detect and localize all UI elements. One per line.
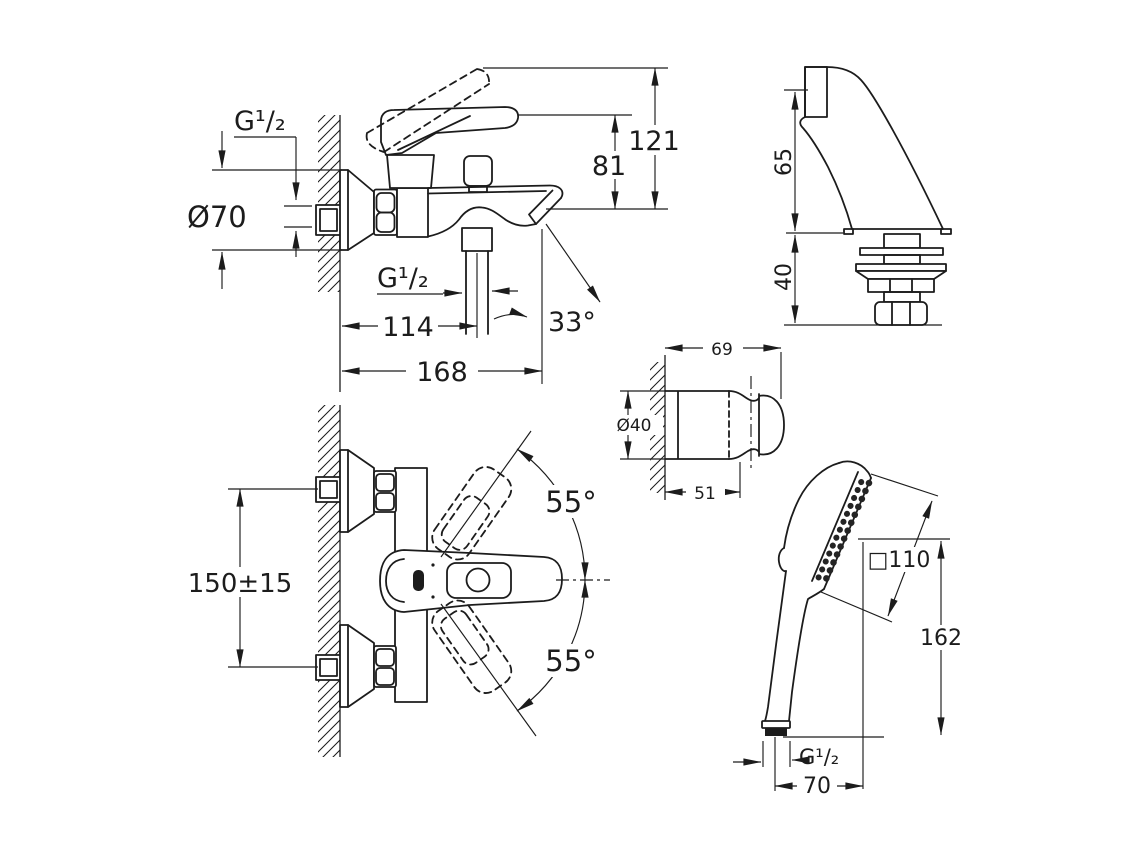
dim-label-69: 69 <box>711 340 733 360</box>
dim-label-55deg-lower: 55° <box>545 644 596 678</box>
view-mixer-side: 121 81 Ø70 G¹/₂ 168 114 G¹/₂ <box>187 67 681 392</box>
dim-label-168: 168 <box>416 357 468 388</box>
view-mixer-top: 55° 55° 150±15 <box>188 405 610 757</box>
dimensions-mixer-top: 55° 55° 150±15 <box>188 430 610 737</box>
dim-label-162: 162 <box>920 626 962 651</box>
view-deck-holder: 65 40 <box>772 66 952 326</box>
dim-label-55deg-upper: 55° <box>545 485 596 519</box>
dim-label-81: 81 <box>592 151 626 182</box>
view-hand-shower: □110 162 G¹/₂ 70 <box>733 460 966 799</box>
dim-label-70: 70 <box>803 774 831 799</box>
view-wall-holder: 69 Ø40 51 <box>607 338 785 504</box>
lever-rotated-down-dashed <box>431 599 513 694</box>
shower-mode-button <box>777 547 787 573</box>
wall-holder-body <box>650 355 785 500</box>
hand-shower-body <box>761 460 873 791</box>
diverter-knob-top-view <box>413 570 424 591</box>
dim-label-114: 114 <box>382 312 434 343</box>
dimensions-wall-holder: 69 Ø40 51 <box>607 338 782 504</box>
dim-label-121: 121 <box>628 126 680 157</box>
dimensions-hand-shower: □110 162 G¹/₂ 70 <box>733 473 966 799</box>
dimensions-mixer-side: 121 81 Ø70 G¹/₂ 168 114 G¹/₂ <box>187 67 681 388</box>
mixer-top-body <box>315 449 563 708</box>
hose-thread-connector <box>765 728 787 736</box>
dim-label-sq110: □110 <box>868 548 931 573</box>
wall-section-top-view <box>318 405 341 757</box>
mixer-body <box>315 68 564 338</box>
dim-label-40: 40 <box>772 263 797 291</box>
spray-nozzles <box>819 479 873 590</box>
dim-label-dia70: Ø70 <box>187 200 247 234</box>
dimensions-deck-holder: 65 40 <box>772 89 942 326</box>
dim-label-dia40: Ø40 <box>616 416 651 436</box>
dim-label-65: 65 <box>772 148 797 176</box>
dim-label-g-half-top: G¹/₂ <box>234 106 286 137</box>
dim-label-33deg: 33° <box>548 307 596 338</box>
lever-raised-dashed <box>365 68 490 153</box>
dim-label-g-half-shower: G¹/₂ <box>799 745 839 769</box>
dim-label-g-half-hose: G¹/₂ <box>377 263 429 294</box>
dim-label-150: 150±15 <box>188 569 293 599</box>
dim-label-51: 51 <box>694 484 716 504</box>
wall-section <box>318 115 341 392</box>
deck-holder-body <box>799 66 952 326</box>
